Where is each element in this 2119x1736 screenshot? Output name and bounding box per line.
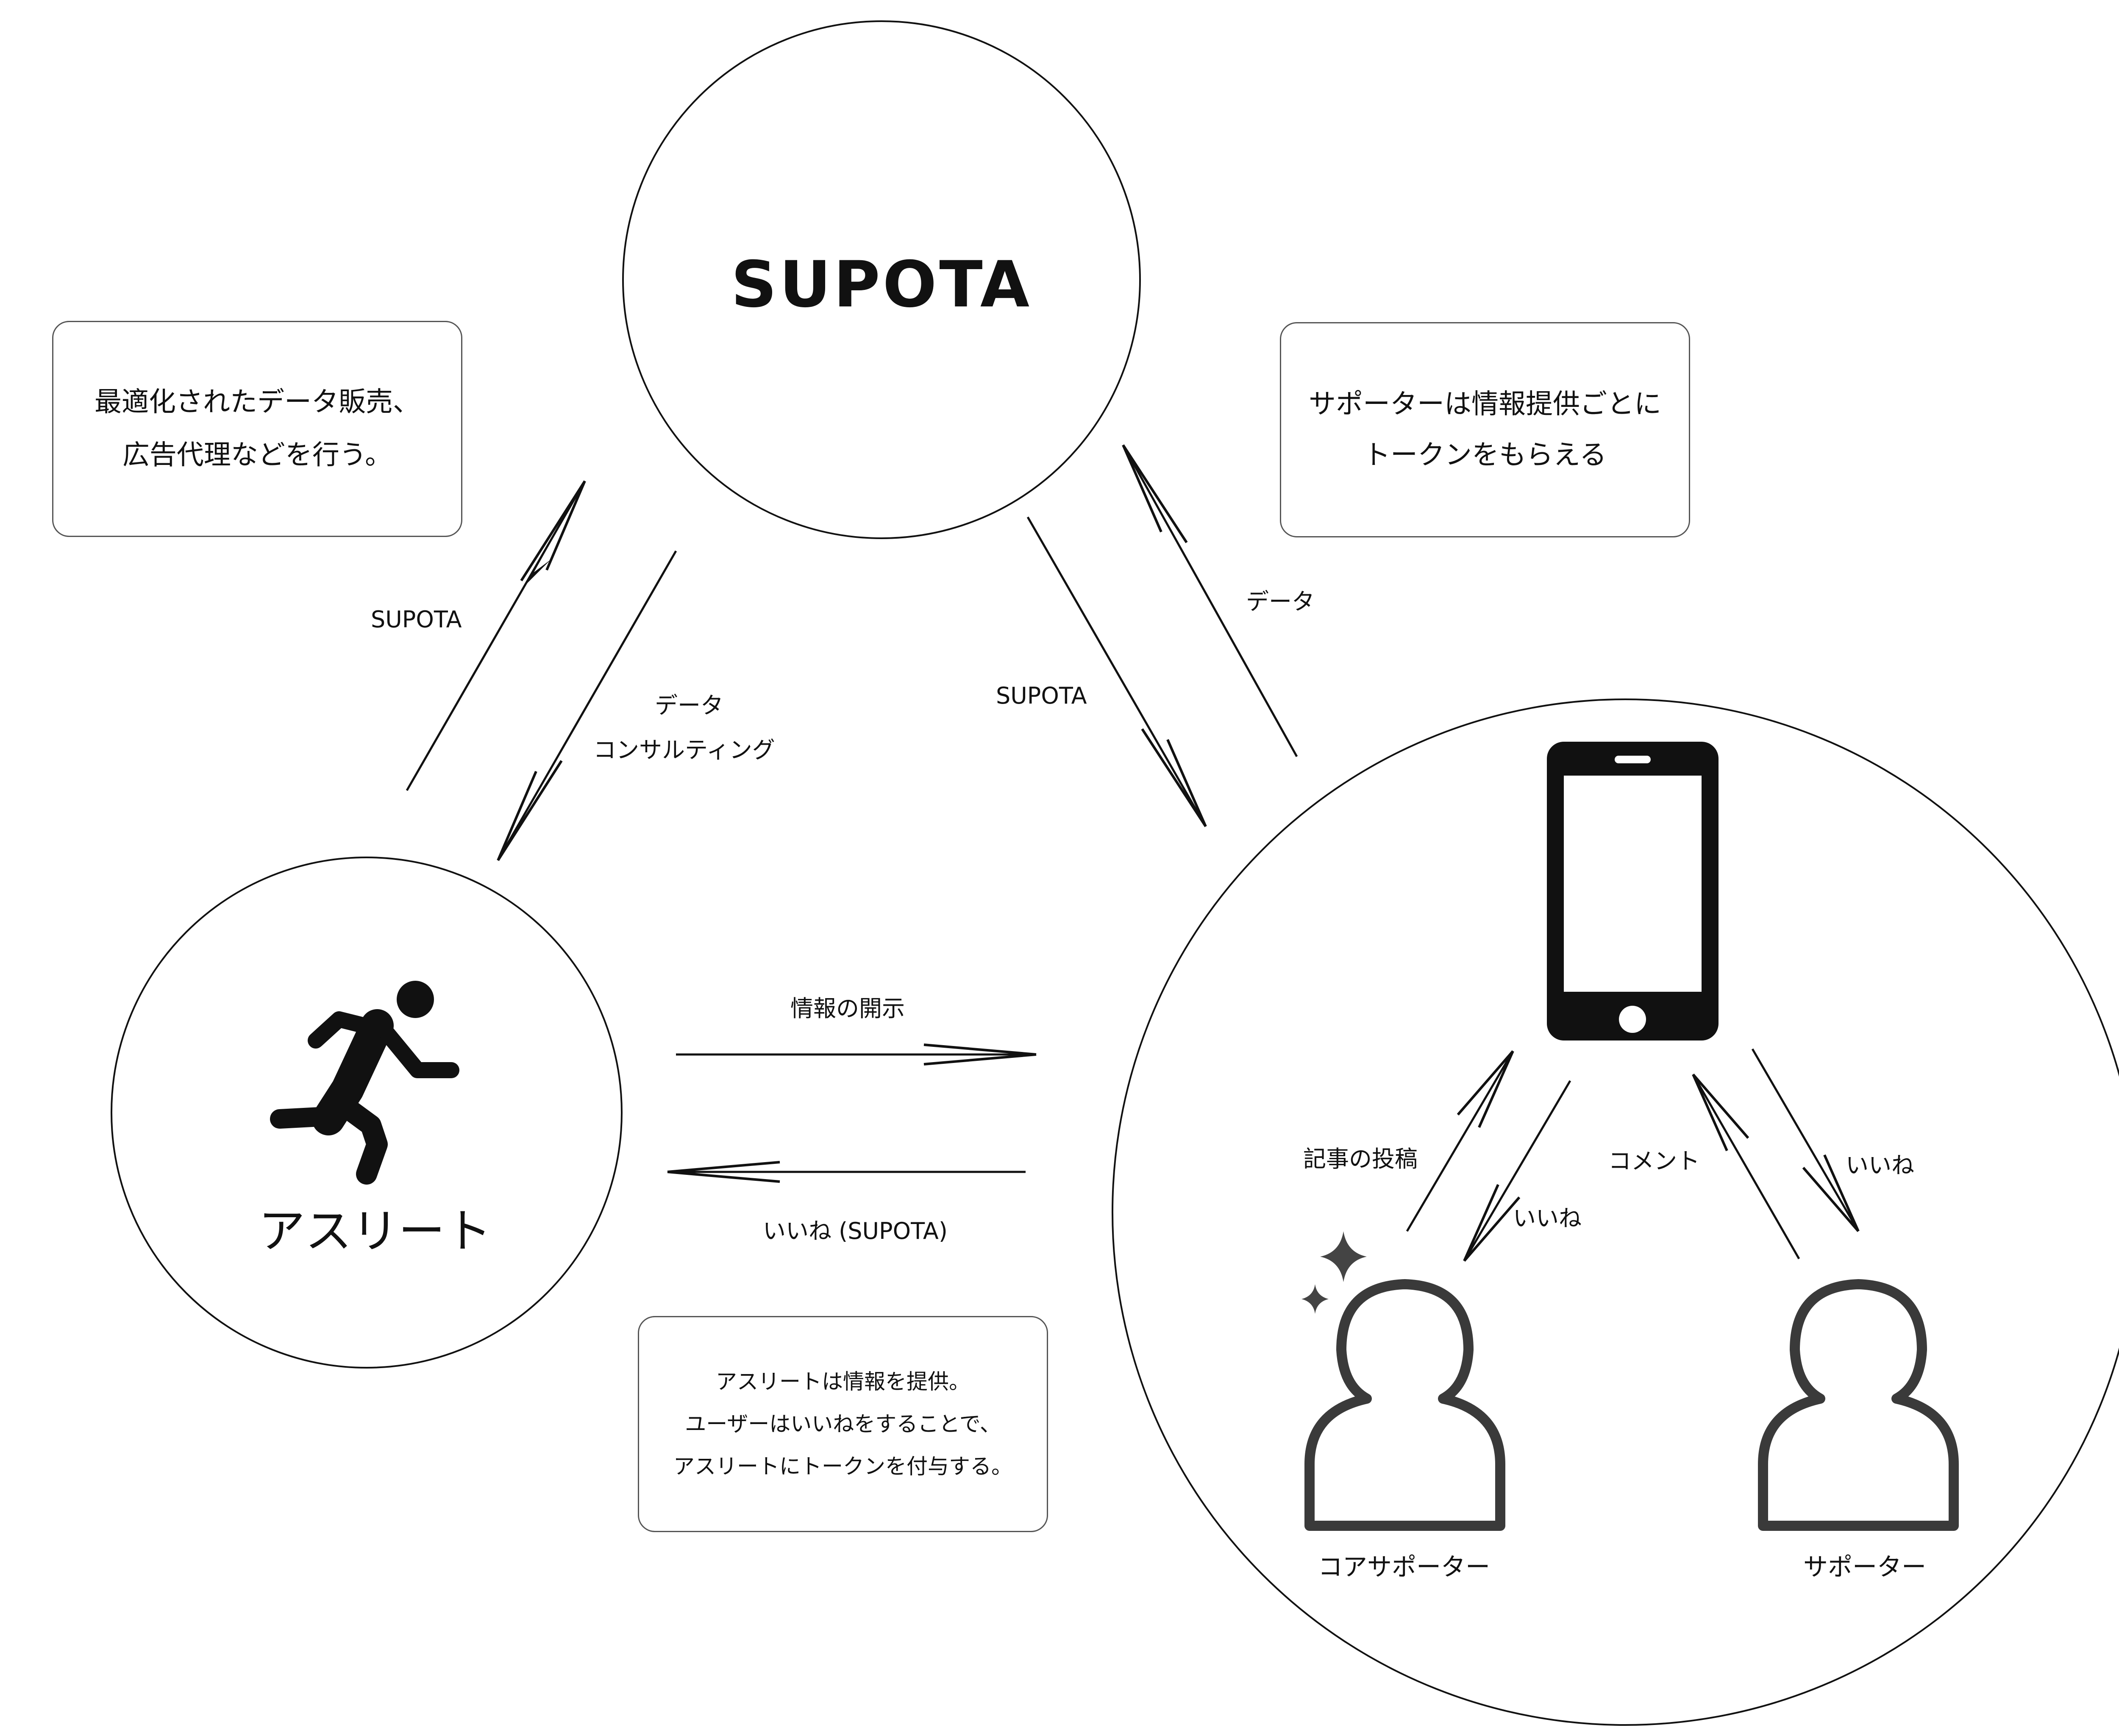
sparkle-icon	[1301, 1231, 1367, 1314]
edge-label-supporter-to-phone: コメント	[1608, 1148, 1700, 1174]
note-left: 最適化されたデータ販売、 広告代理などを行う。	[52, 321, 462, 537]
edge-community-to-supota	[1122, 444, 1298, 757]
note-left-line-2: 広告代理などを行う。	[122, 440, 392, 471]
note-bottom-line-2: ユーザーはいいねをすることで、	[685, 1412, 1001, 1436]
community-node-circle	[1112, 698, 2119, 1726]
note-right-line-1: サポーターは情報提供ごとに	[1309, 389, 1661, 420]
edge-label-phone-to-core: いいね	[1513, 1205, 1582, 1232]
athlete-node-circle	[111, 857, 623, 1369]
edge-athlete-to-supota	[406, 480, 586, 791]
running-person-icon	[270, 981, 459, 1185]
edge-supporter-to-phone	[1692, 1074, 1800, 1260]
note-bottom: アスリートは情報を提供。 ユーザーはいいねをすることで、 アスリートにトークンを…	[638, 1316, 1048, 1532]
supporter-person-icon	[1758, 1279, 1959, 1531]
edge-label-phone-to-supporter: いいね	[1846, 1152, 1914, 1179]
supota-node-circle	[622, 20, 1141, 539]
note-bottom-line-3: アスリートにトークンを付与する。	[673, 1454, 1012, 1479]
edge-athlete-to-community	[676, 1043, 1037, 1066]
edge-label-supota-to-community: SUPOTA	[996, 682, 1087, 709]
edge-label-athlete-to-community: 情報の開示	[790, 995, 905, 1022]
note-left-line-1: 最適化されたデータ販売、	[95, 387, 420, 418]
note-bottom-line-1: アスリートは情報を提供。	[716, 1369, 970, 1394]
edge-supota-to-athlete	[497, 550, 677, 861]
smartphone-icon	[1547, 742, 1719, 1040]
edge-community-to-athlete	[667, 1161, 1026, 1183]
core-supporter-label: コアサポーター	[1318, 1552, 1491, 1581]
edge-supota-to-community	[1026, 516, 1207, 827]
edge-phone-to-supporter	[1751, 1048, 1860, 1232]
athlete-label: アスリート	[259, 1204, 492, 1258]
supota-logo: SUPOTA	[731, 248, 1032, 322]
edge-label-supota-to-athlete-2: コンサルティング	[593, 737, 775, 763]
note-right-line-2: トークンをもらえる	[1363, 440, 1607, 471]
edge-label-core-to-phone: 記事の投稿	[1303, 1146, 1418, 1172]
supporter-label: サポーター	[1803, 1552, 1927, 1581]
edge-label-community-to-athlete: いいね (SUPOTA)	[763, 1218, 948, 1244]
edge-label-athlete-to-supota: SUPOTA	[371, 606, 462, 633]
edge-label-community-to-supota: データ	[1246, 588, 1315, 615]
edge-label-supota-to-athlete-1: データ	[655, 692, 723, 719]
core-supporter-person-icon	[1304, 1279, 1505, 1531]
note-right: サポーターは情報提供ごとに トークンをもらえる	[1280, 322, 1690, 537]
edge-phone-to-core	[1463, 1080, 1571, 1262]
edge-core-to-phone	[1406, 1050, 1514, 1232]
